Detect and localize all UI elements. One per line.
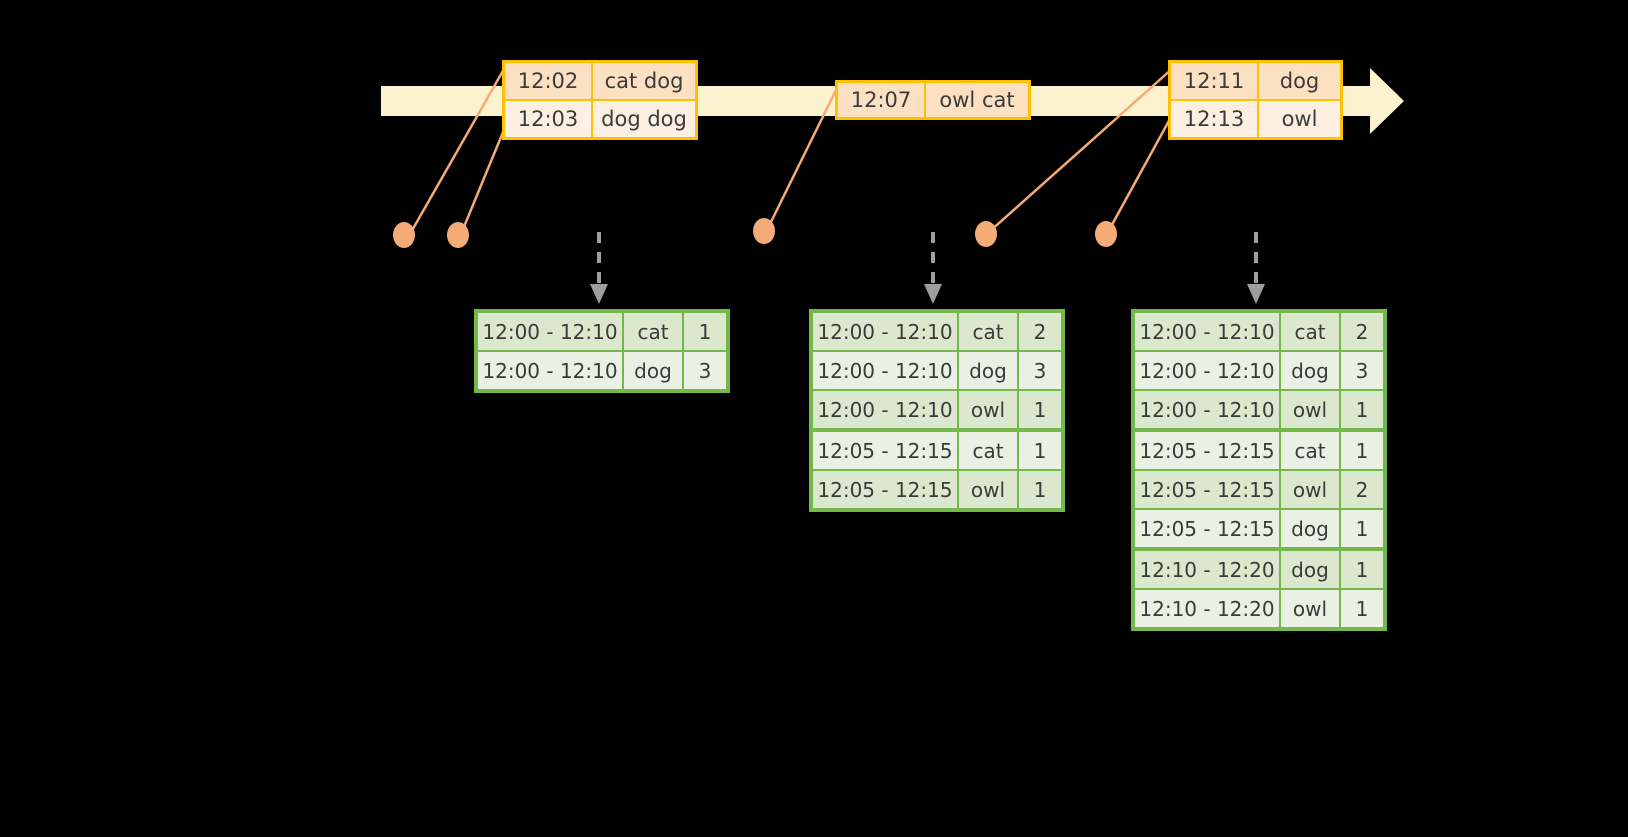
emit-arrow-2	[924, 232, 942, 304]
cell-word: dog	[1281, 551, 1341, 588]
cell-window: 12:10 - 12:20	[1135, 551, 1281, 588]
cell-window: 12:00 - 12:10	[478, 313, 624, 350]
cell-word: cat	[1281, 432, 1341, 469]
event-marker-dot	[753, 218, 775, 244]
cell-window: 12:05 - 12:15	[1135, 432, 1281, 469]
cell-window: 12:05 - 12:15	[813, 432, 959, 469]
event-group-2: 12:07 owl cat	[835, 80, 1031, 120]
event-row: 12:02 cat dog	[505, 63, 695, 99]
event-words: owl cat	[926, 83, 1028, 117]
cell-word: owl	[959, 471, 1019, 508]
cell-window: 12:00 - 12:10	[1135, 313, 1281, 350]
emit-arrow-3	[1247, 232, 1265, 304]
cell-count: 1	[1019, 471, 1061, 508]
cell-count: 1	[1341, 391, 1383, 428]
event-row: 12:03 dog dog	[505, 99, 695, 137]
cell-window: 12:00 - 12:10	[813, 391, 959, 428]
cell-count: 2	[1341, 471, 1383, 508]
event-time: 12:13	[1171, 101, 1259, 137]
cell-window: 12:00 - 12:10	[813, 352, 959, 389]
cell-window: 12:05 - 12:15	[1135, 471, 1281, 508]
cell-window: 12:00 - 12:10	[1135, 352, 1281, 389]
cell-word: dog	[1281, 352, 1341, 389]
cell-count: 3	[1341, 352, 1383, 389]
cell-count: 1	[684, 313, 726, 350]
event-marker-dot	[975, 221, 997, 247]
cell-window: 12:00 - 12:10	[478, 352, 624, 389]
cell-window: 12:00 - 12:10	[1135, 391, 1281, 428]
event-time: 12:03	[505, 101, 593, 137]
event-words: owl	[1259, 101, 1340, 137]
cell-window: 12:05 - 12:15	[813, 471, 959, 508]
cell-count: 1	[1341, 551, 1383, 588]
cell-window: 12:05 - 12:15	[1135, 510, 1281, 547]
cell-count: 2	[1341, 313, 1383, 350]
emit-arrow-1	[590, 232, 608, 304]
event-time: 12:07	[838, 83, 926, 117]
cell-count: 1	[1341, 590, 1383, 627]
cell-word: cat	[624, 313, 684, 350]
cell-window: 12:00 - 12:10	[813, 313, 959, 350]
cell-word: cat	[1281, 313, 1341, 350]
cell-count: 2	[1019, 313, 1061, 350]
event-group-3: 12:11 dog 12:13 owl	[1168, 60, 1343, 140]
event-words: dog dog	[593, 101, 695, 137]
event-marker-dot	[447, 222, 469, 248]
cell-count: 3	[1019, 352, 1061, 389]
cell-word: cat	[959, 432, 1019, 469]
cell-word: owl	[1281, 391, 1341, 428]
cell-word: owl	[1281, 590, 1341, 627]
cell-count: 1	[1341, 510, 1383, 547]
cell-word: cat	[959, 313, 1019, 350]
event-words: dog	[1259, 63, 1340, 99]
cell-count: 1	[1341, 432, 1383, 469]
event-row: 12:11 dog	[1171, 63, 1340, 99]
event-words: cat dog	[593, 63, 695, 99]
timeline-arrowhead	[1370, 68, 1404, 134]
cell-count: 1	[1019, 432, 1061, 469]
event-time: 12:11	[1171, 63, 1259, 99]
cell-word: owl	[1281, 471, 1341, 508]
cell-word: owl	[959, 391, 1019, 428]
event-row: 12:07 owl cat	[838, 83, 1028, 117]
cell-count: 1	[1019, 391, 1061, 428]
event-time: 12:02	[505, 63, 593, 99]
cell-window: 12:10 - 12:20	[1135, 590, 1281, 627]
cell-word: dog	[959, 352, 1019, 389]
event-marker-dot	[393, 222, 415, 248]
cell-word: dog	[1281, 510, 1341, 547]
cell-word: dog	[624, 352, 684, 389]
cell-count: 3	[684, 352, 726, 389]
event-marker-dot	[1095, 221, 1117, 247]
event-row: 12:13 owl	[1171, 99, 1340, 137]
event-group-1: 12:02 cat dog 12:03 dog dog	[502, 60, 698, 140]
